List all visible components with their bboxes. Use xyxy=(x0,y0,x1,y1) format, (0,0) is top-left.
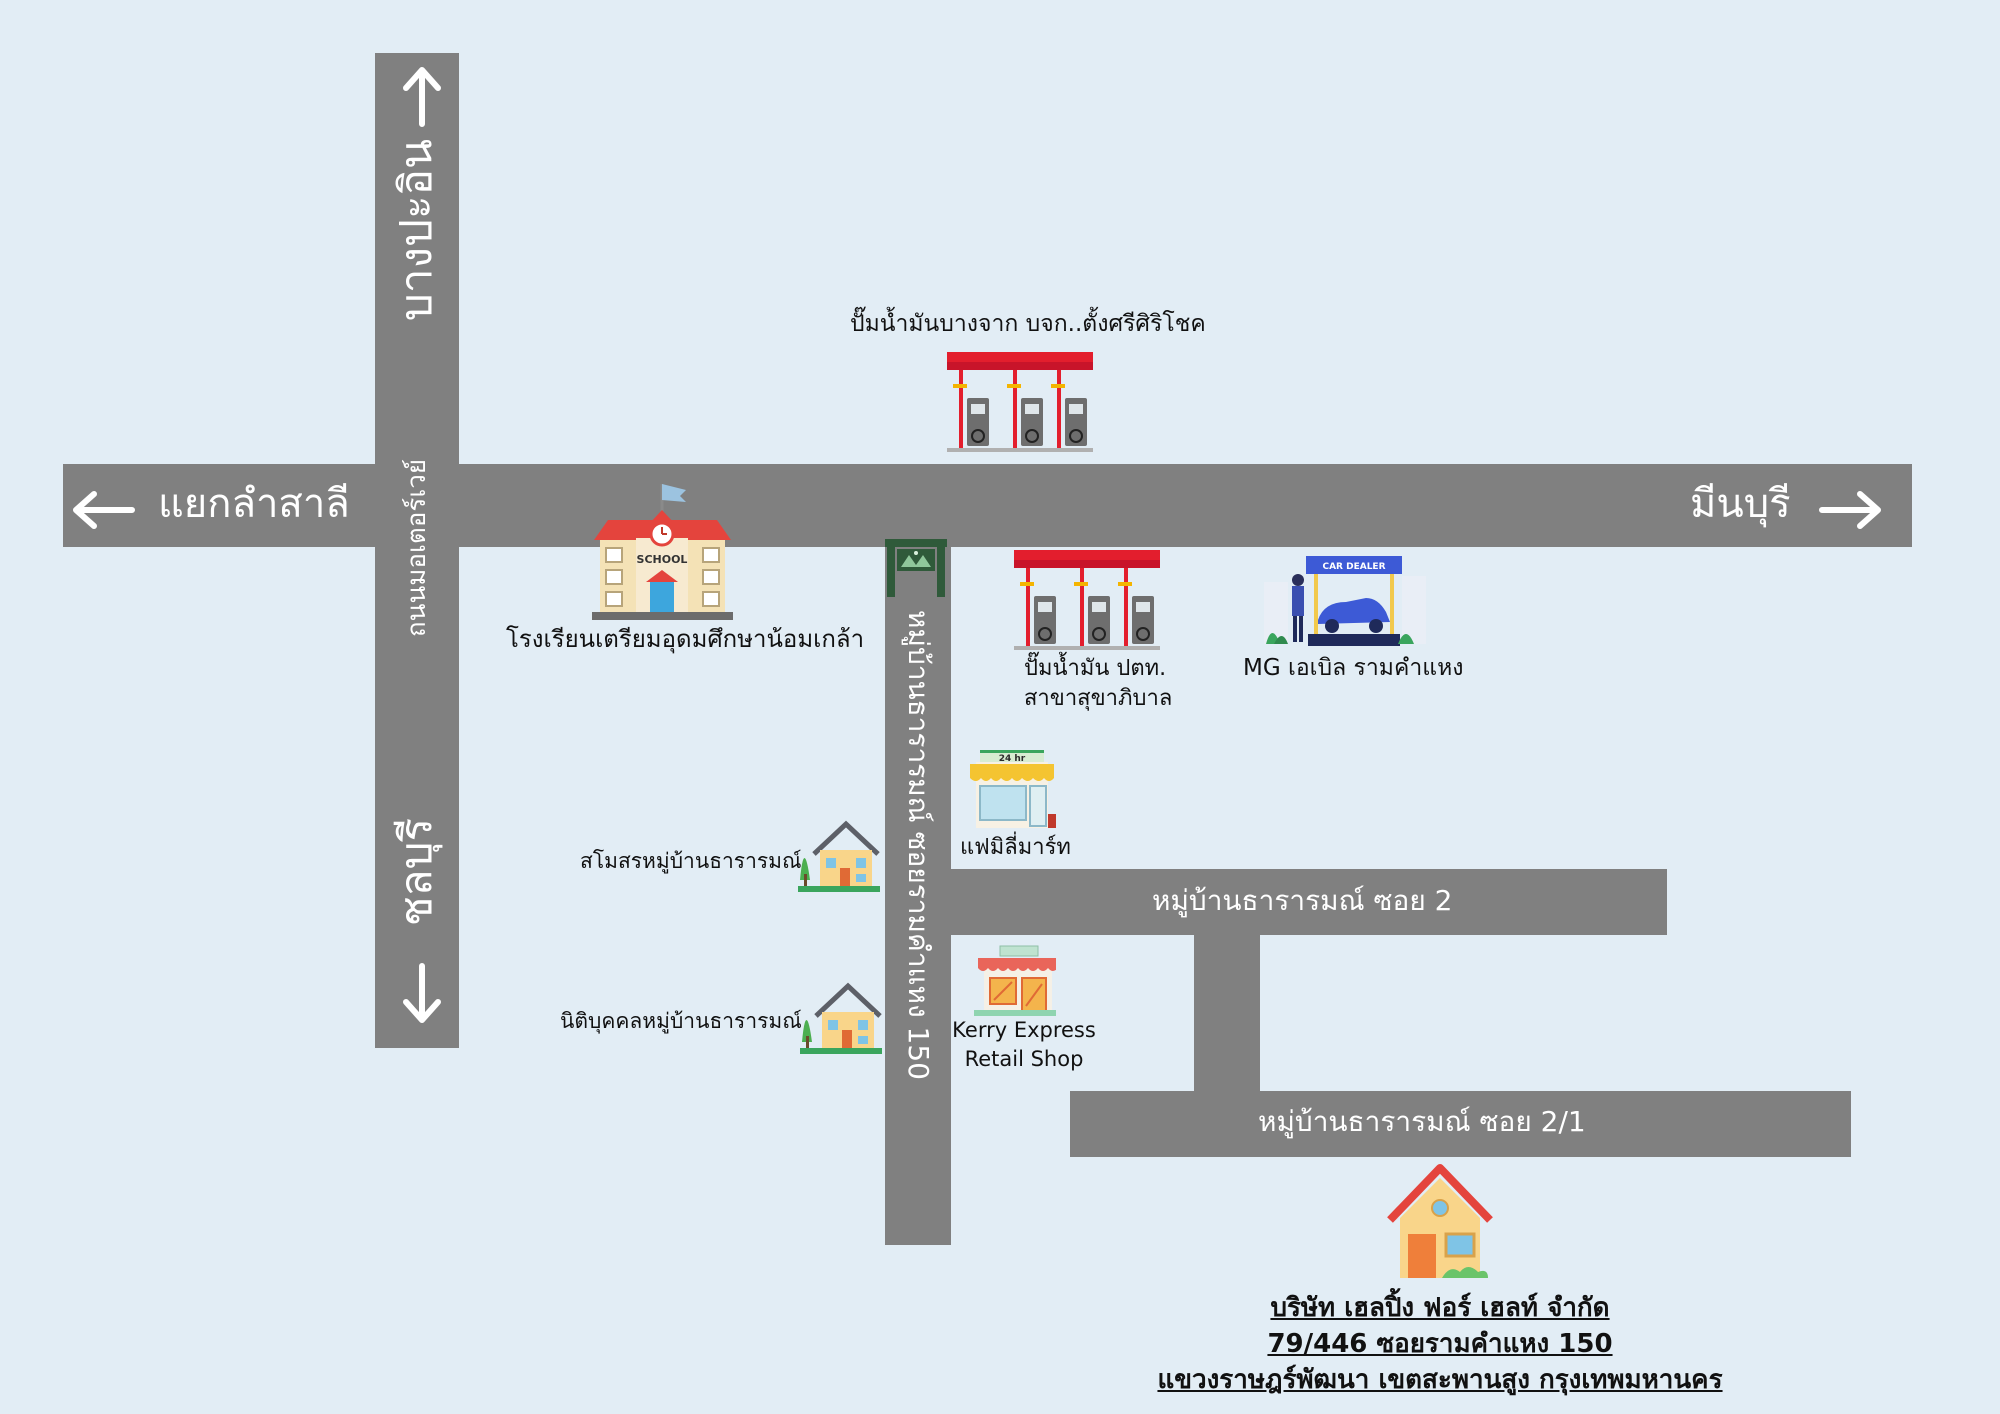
road-soi-2 xyxy=(951,869,1667,935)
arrow-down-icon xyxy=(403,963,441,1023)
family-mart-label: แฟมิลี่มาร์ท xyxy=(960,835,1071,860)
road-label-west: แยกลำสาลี xyxy=(158,481,350,527)
home-destination-icon xyxy=(1387,1164,1493,1278)
address-line1: บริษัท เฮลปิ้ง ฟอร์ เฮลท์ จำกัด xyxy=(1270,1293,1610,1323)
road-label-soi-main: หมู่บ้านธารารมณ์ ซอยรามคำแหง 150 xyxy=(902,610,935,1080)
kerry-label-line1: Kerry Express xyxy=(952,1018,1096,1042)
car-dealer-icon: CAR DEALER xyxy=(1264,556,1426,646)
arrow-up-icon xyxy=(403,67,441,127)
club-label: สโมสรหมู่บ้านธารารมณ์ xyxy=(580,849,802,873)
arrow-left-icon xyxy=(73,491,135,529)
road-soi-ramkhamhaeng-150 xyxy=(885,547,951,1245)
car-dealer-label: MG เอเบิล รามคำแหง xyxy=(1243,655,1464,681)
ptt-label-line2: สาขาสุขาภิบาล xyxy=(1024,686,1173,711)
house-icon xyxy=(798,820,880,892)
house-juristic-icon xyxy=(800,982,882,1054)
company-address: บริษัท เฮลปิ้ง ฟอร์ เฮลท์ จำกัด 79/446 ซ… xyxy=(1040,1290,1840,1398)
road-label-motorway: ถนนมอเตอร์เวย์ xyxy=(402,458,432,638)
shop-icon xyxy=(974,945,1056,1016)
car-dealer-sign: CAR DEALER xyxy=(1322,562,1385,572)
road-label-south: ชลบุรี xyxy=(391,817,442,927)
address-line3: แขวงราษฎร์พัฒนา เขตสะพานสูง กรุงเทพมหานค… xyxy=(1157,1365,1723,1395)
address-line2: 79/446 ซอยรามคำแหง 150 xyxy=(1267,1329,1613,1359)
gas-station-bangchak-label: ปั๊มน้ำมันบางจาก บจก..ตั้งศรีศิริโชค xyxy=(850,311,1206,337)
convenience-store-icon: 24 hr xyxy=(970,750,1056,828)
arrow-right-icon xyxy=(1819,491,1881,529)
village-gate-icon xyxy=(885,539,947,597)
school-label: โรงเรียนเตรียมอุดมศึกษาน้อมเกล้า xyxy=(506,625,865,653)
road-label-soi-2: หมู่บ้านธารารมณ์ ซอย 2 xyxy=(1152,884,1453,917)
road-label-east: มีนบุรี xyxy=(1690,481,1791,527)
school-icon: SCHOOL xyxy=(592,484,733,620)
store-sign: 24 hr xyxy=(999,754,1026,764)
road-soi-2-connector xyxy=(1194,935,1260,1091)
kerry-label: Kerry Express Retail Shop xyxy=(946,1016,1102,1074)
road-label-north: บางปะอิน xyxy=(391,138,442,322)
road-soi-2-1 xyxy=(1070,1091,1851,1157)
road-vertical-motorway xyxy=(375,53,459,1048)
kerry-label-line2: Retail Shop xyxy=(964,1047,1084,1071)
juristic-label: นิติบุคคลหมู่บ้านธารารมณ์ xyxy=(560,1009,802,1033)
road-label-soi-2-1: หมู่บ้านธารารมณ์ ซอย 2/1 xyxy=(1258,1105,1586,1138)
school-sign: SCHOOL xyxy=(637,553,688,566)
road-horizontal-main xyxy=(63,464,1912,547)
gas-station-ptt-icon xyxy=(1014,550,1160,650)
ptt-label-line1: ปั๊มน้ำมัน ปตท. xyxy=(1024,656,1167,681)
ptt-label: ปั๊มน้ำมัน ปตท. สาขาสุขาภิบาล xyxy=(1024,654,1173,714)
gas-station-icon xyxy=(947,352,1093,452)
